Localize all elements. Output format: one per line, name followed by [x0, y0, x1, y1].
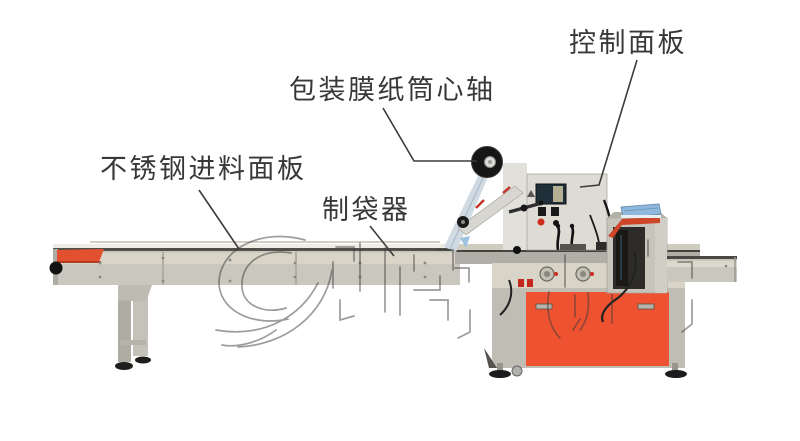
cable — [601, 251, 637, 323]
label-control-panel: 控制面板 — [569, 28, 687, 58]
label-film-mandrel: 包装膜纸筒心轴 — [289, 75, 496, 105]
film-section — [444, 146, 612, 254]
foot-pad — [135, 356, 151, 364]
indicator-dot — [590, 272, 594, 276]
film-edge — [460, 236, 470, 248]
product-pleat — [623, 207, 659, 212]
outfeed-conveyor — [667, 256, 737, 282]
indicator-dot — [554, 272, 558, 276]
red-switch — [527, 279, 533, 287]
control-knobs — [518, 266, 594, 287]
red-switch — [518, 279, 524, 287]
door-handle — [637, 303, 655, 310]
callout-leaders — [198, 59, 638, 257]
leader-infeed-panel — [198, 189, 240, 250]
film-web-streak — [449, 177, 484, 250]
emergency-stop-button — [537, 218, 545, 226]
product-edge — [621, 215, 661, 218]
former-red-mark — [502, 186, 511, 194]
logo-mark — [527, 190, 535, 197]
panel-seam — [162, 252, 164, 285]
sealing-unit — [560, 244, 586, 250]
foot-pad — [115, 362, 133, 370]
conveyor-leg — [115, 285, 152, 370]
end-cap-shadow — [57, 261, 101, 263]
leader-bag-former — [369, 225, 395, 257]
conveyor-far-rail — [90, 241, 440, 243]
conveyor-top-edge — [53, 248, 460, 251]
cable — [499, 279, 513, 316]
former-red-mark — [475, 199, 485, 209]
film-web — [444, 174, 488, 252]
former-handle — [556, 226, 561, 251]
brand-watermark-graphic — [215, 235, 693, 348]
deck-edge — [455, 250, 700, 253]
blue-product-stack — [620, 203, 662, 219]
panel-seam — [295, 252, 297, 285]
label-infeed-panel: 不锈钢进料面板 — [100, 154, 307, 184]
outfeed-top-edge — [667, 256, 737, 260]
discharge-section — [499, 203, 737, 323]
door-handle — [535, 303, 553, 310]
screen-reflection — [553, 186, 563, 202]
pull-roller — [513, 246, 521, 254]
tower-right-face — [655, 218, 667, 293]
conveyor-belt-top — [53, 244, 460, 248]
product-tray — [608, 217, 660, 238]
caster-wheel — [511, 365, 523, 377]
sealing-unit — [596, 242, 612, 250]
leader-control-panel — [579, 59, 638, 188]
head-assembly — [503, 163, 614, 251]
foot-pad — [489, 370, 511, 378]
panel-button — [538, 207, 546, 216]
conveyor-end-cap — [57, 249, 104, 263]
leader-film-mandrel — [382, 107, 477, 162]
frame-brace — [484, 348, 497, 368]
label-bag-former: 制袋器 — [322, 195, 411, 225]
foot-pad — [665, 370, 687, 378]
bag-former-plate — [457, 185, 524, 236]
tension-knob — [49, 261, 63, 275]
callout-labels: 控制面板 包装膜纸筒心轴 不锈钢进料面板 制袋器 — [100, 28, 687, 225]
panel-button — [551, 207, 559, 216]
